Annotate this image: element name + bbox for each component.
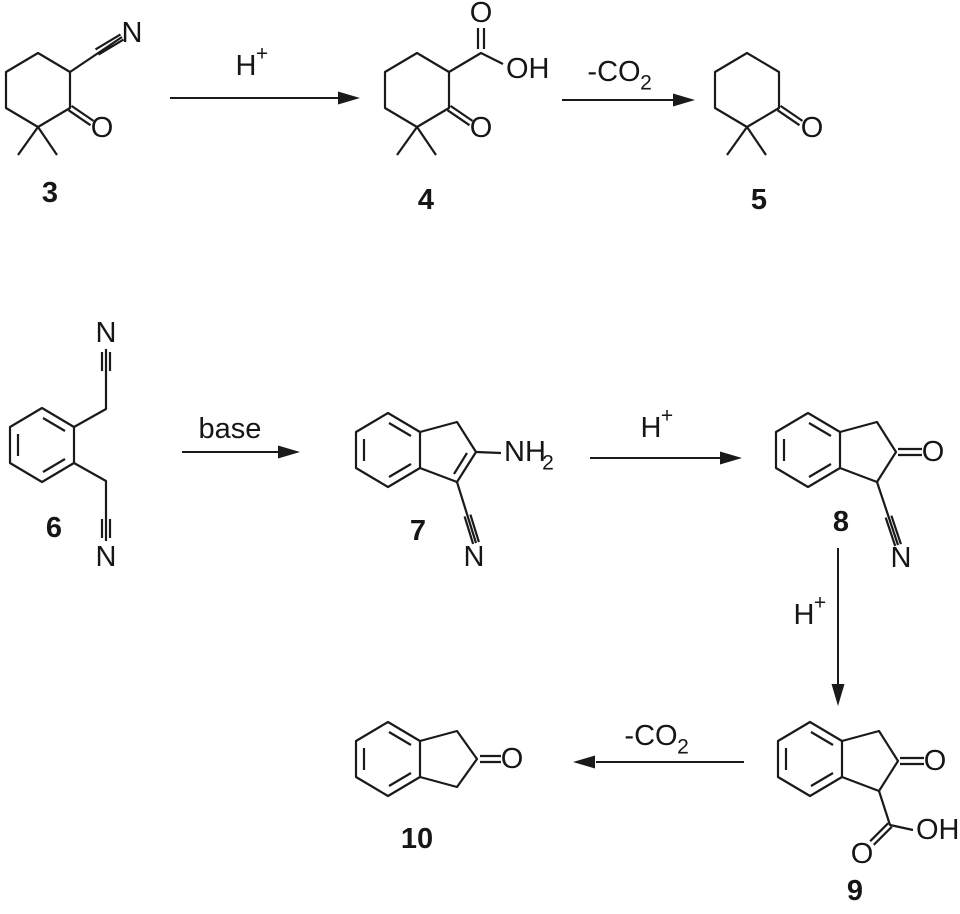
oxygen-label: O [801, 112, 824, 144]
ketone-double-bond [67, 104, 95, 127]
reagent-subscript-2: 2 [640, 72, 652, 95]
compound-number-5: 5 [751, 184, 767, 216]
arrow-head [573, 755, 595, 769]
ketone-double-bond [776, 104, 804, 127]
nitrogen-label: N [464, 541, 485, 573]
cyclohexane-ring [713, 51, 781, 129]
benzene-ring [8, 406, 76, 484]
gem-dimethyl-bonds [17, 126, 58, 156]
acetonitrile-arm-top [73, 349, 108, 428]
gem-dimethyl-bonds [396, 126, 437, 156]
arrow-head [831, 684, 845, 706]
amine-subscript-2: 2 [542, 452, 554, 475]
compound-number-3: 3 [42, 177, 58, 209]
cyclopentanone-ring [839, 420, 898, 484]
oxygen-label: O [470, 0, 493, 29]
compound-7: NH 2 N 7 [354, 411, 554, 573]
ketone-double-bond [898, 447, 922, 457]
nitrogen-label: N [891, 542, 912, 574]
arrow-head [673, 93, 695, 107]
reaction-arrow-5: H + [794, 548, 845, 706]
reagent-label-h: H [794, 599, 815, 631]
oxygen-label: O [851, 838, 874, 870]
compound-number-9: 9 [847, 875, 863, 907]
oxygen-label: O [501, 743, 524, 775]
reagent-label-base: base [199, 413, 262, 445]
compound-5: O 5 [713, 51, 824, 216]
hydroxyl-label: OH [506, 53, 550, 85]
reagent-label-co2: -CO [624, 720, 677, 752]
compound-number-8: 8 [833, 506, 849, 538]
nitrile-triple-bond [875, 481, 902, 547]
reagent-subscript-2: 2 [677, 736, 689, 759]
compound-10: O 10 [354, 720, 524, 855]
acetonitrile-arm-bottom [73, 462, 108, 541]
oxygen-label: O [470, 112, 493, 144]
reagent-label-h: H [236, 50, 257, 82]
benzene-ring [354, 720, 422, 798]
arrow-head [338, 91, 360, 105]
benzene-ring [774, 411, 842, 489]
oxygen-label: O [91, 112, 114, 144]
reaction-arrow-3: base [182, 413, 300, 459]
compound-number-6: 6 [46, 512, 62, 544]
benzene-ring [776, 720, 844, 798]
cyclopentanone-ring [841, 729, 900, 793]
nitrile-triple-bond-bottom [100, 519, 112, 538]
amine-bond [475, 450, 502, 455]
reagent-superscript-plus: + [661, 405, 673, 428]
compound-6: N N 6 [8, 317, 117, 573]
nitrogen-label: N [122, 17, 143, 49]
nitrile-triple-bond [69, 33, 125, 73]
hydroxyl-label: OH [916, 814, 960, 846]
cyclopentanone-ring [419, 729, 479, 789]
cyclohexane-ring [383, 51, 451, 129]
oxygen-label: O [922, 436, 945, 468]
nitrile-triple-bond-top [100, 352, 112, 371]
nitrogen-label: N [96, 541, 117, 573]
compound-4: O OH O 4 [383, 0, 550, 216]
arrow-head [720, 451, 742, 465]
ketone-double-bond [900, 756, 924, 766]
carboxyl-single-bonds [448, 51, 504, 73]
reaction-arrow-6: -CO 2 [573, 720, 744, 769]
compound-number-7: 7 [410, 515, 426, 547]
compound-3: N O 3 [4, 17, 143, 209]
compound-number-4: 4 [418, 184, 434, 216]
aromatic-inner-bonds [362, 731, 412, 787]
ene-double-bond-inner [453, 452, 468, 475]
aromatic-inner-bonds [782, 422, 832, 478]
nitrile-triple-bond [455, 481, 480, 545]
cyclohexane-ring [4, 51, 72, 129]
aromatic-inner-bonds [362, 422, 412, 478]
reaction-arrow-2: -CO 2 [562, 56, 695, 107]
reaction-arrow-1: H + [170, 43, 360, 105]
gem-dimethyl-bonds [726, 126, 767, 156]
reagent-label-co2: -CO [587, 56, 640, 88]
carboxyl-double-bond [869, 822, 893, 846]
aromatic-inner-bonds [16, 417, 66, 473]
reagent-superscript-plus: + [814, 592, 826, 615]
ketone-double-bond [446, 104, 474, 127]
compound-number-10: 10 [401, 823, 433, 855]
benzene-ring [354, 411, 422, 489]
aromatic-inner-bonds [784, 731, 834, 787]
cyclopentene-ring [419, 420, 478, 484]
amine-label: NH [504, 436, 546, 468]
carboxyl-single-bonds [877, 790, 914, 832]
oxygen-label: O [924, 745, 947, 777]
compound-8: O N 8 [774, 411, 945, 574]
carboxyl-double-bond [476, 28, 486, 49]
reagent-superscript-plus: + [256, 43, 268, 66]
compound-9: O O OH 9 [776, 720, 960, 907]
reagent-label-h: H [641, 412, 662, 444]
arrow-head [278, 445, 300, 459]
ketone-double-bond [480, 754, 501, 764]
reaction-arrow-4: H + [590, 405, 742, 465]
nitrogen-label: N [96, 317, 117, 349]
